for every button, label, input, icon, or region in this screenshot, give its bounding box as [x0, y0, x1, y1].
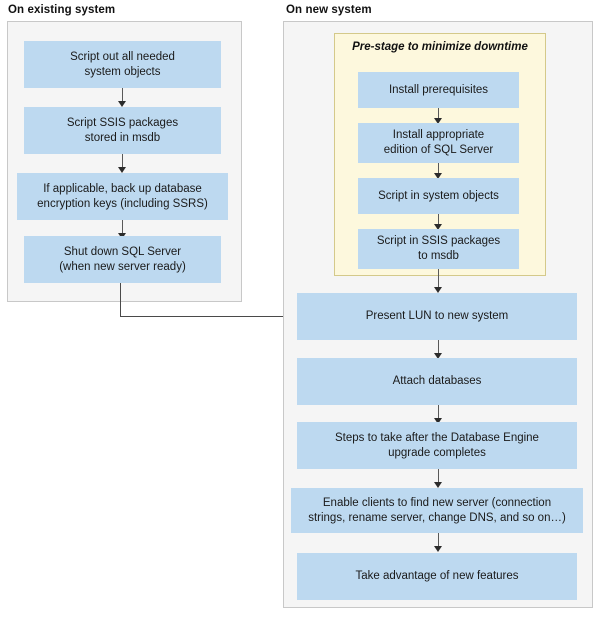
arrow-down-icon: [433, 108, 444, 124]
arrow-down-icon: [433, 163, 444, 179]
node-line: edition of SQL Server: [383, 144, 494, 156]
node-line: Enable clients to find new server (conne…: [322, 496, 552, 509]
column-heading-existing-system: On existing system: [8, 4, 116, 16]
node-line: to msdb: [418, 250, 459, 262]
node-line: Steps to take after the Database Engine: [335, 431, 539, 444]
arrow-down-icon: [433, 269, 444, 294]
node-line: Script in system objects: [378, 189, 499, 202]
node-line: (when new server ready): [59, 260, 186, 273]
group-pre-stage-title: Pre-stage to minimize downtime: [352, 41, 528, 53]
node-present-lun[interactable]: Present LUN to new system: [297, 293, 577, 340]
node-line: Script out all needed: [70, 50, 175, 63]
node-line: Shut down SQL Server: [63, 245, 182, 258]
node-take-advantage-features[interactable]: Take advantage of new features: [297, 553, 577, 600]
node-line: Install appropriate: [392, 129, 485, 141]
arrow-down-icon: [433, 214, 444, 230]
node-line: Take advantage of new features: [355, 570, 519, 582]
node-line: upgrade completes: [388, 446, 486, 459]
arrow-down-icon: [117, 154, 128, 174]
node-back-up-encryption-keys[interactable]: If applicable, back up database encrypti…: [17, 173, 228, 220]
node-line: stored in msdb: [84, 131, 161, 144]
node-line: If applicable, back up database: [43, 182, 202, 195]
node-script-in-ssis-packages[interactable]: Script in SSIS packages to msdb: [358, 229, 519, 269]
node-line: Script SSIS packages: [66, 116, 179, 129]
node-line: encryption keys (including SSRS): [37, 197, 208, 210]
arrow-down-icon: [117, 88, 128, 108]
node-script-ssis-packages[interactable]: Script SSIS packages stored in msdb: [24, 107, 221, 154]
node-script-in-system-objects[interactable]: Script in system objects: [358, 178, 519, 214]
arrow-down-icon: [433, 469, 444, 489]
node-install-sql-server-edition[interactable]: Install appropriate edition of SQL Serve…: [358, 123, 519, 163]
node-script-out-objects[interactable]: Script out all needed system objects: [24, 41, 221, 88]
arrow-down-icon: [433, 533, 444, 553]
node-attach-databases[interactable]: Attach databases: [297, 358, 577, 405]
node-post-upgrade-steps[interactable]: Steps to take after the Database Engine …: [297, 422, 577, 469]
node-enable-clients[interactable]: Enable clients to find new server (conne…: [291, 488, 583, 533]
node-line: Attach databases: [392, 375, 482, 387]
column-heading-new-system: On new system: [286, 4, 372, 16]
arrow-down-icon: [433, 340, 444, 360]
connector-existing-to-new-system: [120, 283, 300, 328]
node-line: Install prerequisites: [388, 83, 489, 96]
node-line: system objects: [84, 65, 161, 78]
node-line: Script in SSIS packages: [376, 235, 501, 247]
node-shut-down-sql-server[interactable]: Shut down SQL Server (when new server re…: [24, 236, 221, 283]
node-install-prerequisites[interactable]: Install prerequisites: [358, 72, 519, 108]
node-line: strings, rename server, change DNS, and …: [308, 511, 566, 524]
arrow-down-icon: [433, 405, 444, 425]
node-line: Present LUN to new system: [365, 310, 509, 322]
